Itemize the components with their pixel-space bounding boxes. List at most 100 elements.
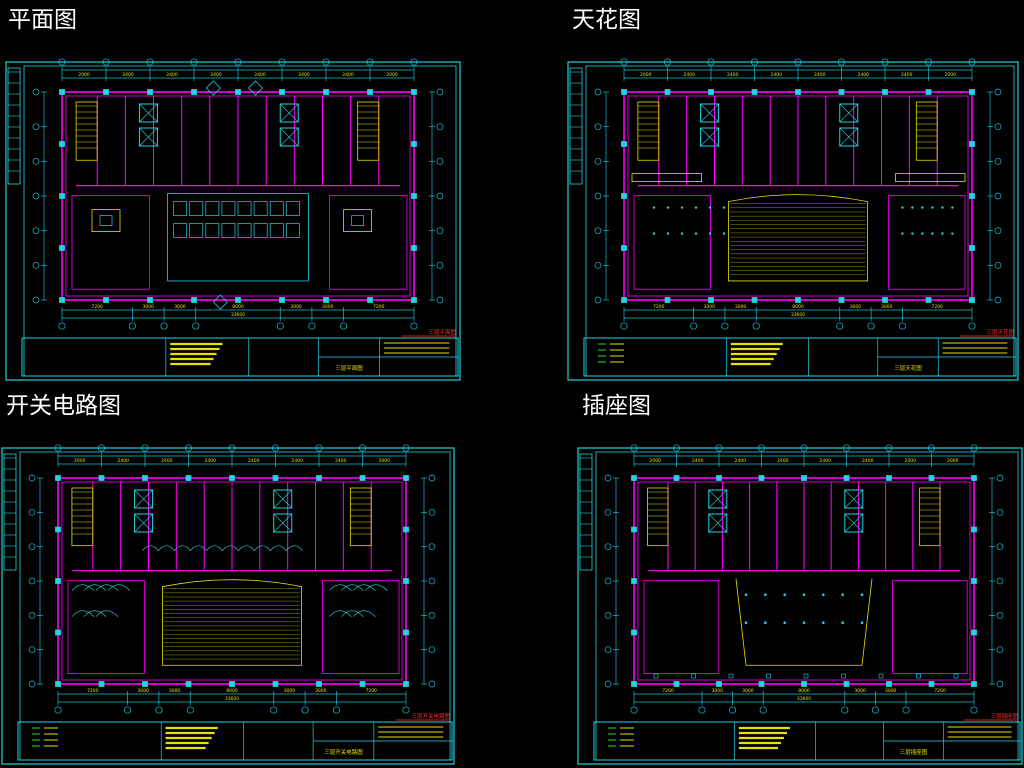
axis-bubble	[358, 444, 367, 452]
dim-label: 3000	[885, 688, 897, 694]
axis-bubble	[128, 322, 136, 330]
dim-label: 8000	[226, 688, 238, 694]
dim-label: 3000	[138, 688, 150, 694]
room-left-wing	[67, 580, 145, 674]
column	[59, 193, 65, 199]
dim-label: 3000	[169, 688, 181, 694]
axis-bubble	[436, 227, 444, 235]
axis-bubble	[436, 157, 444, 165]
column	[98, 475, 105, 481]
axis-bubble	[28, 611, 36, 619]
column	[403, 578, 409, 584]
column	[59, 141, 65, 147]
elevator-cross	[139, 127, 158, 147]
ceiling-light	[722, 232, 726, 235]
heading-switch-circuit: 开关电路图	[6, 393, 121, 419]
elevator-cross	[139, 103, 158, 123]
room-left-wing	[71, 195, 150, 290]
axis-bubble	[32, 261, 40, 269]
column	[103, 89, 109, 95]
sheet-title: 三层天花图	[894, 364, 922, 372]
elevator-cross	[844, 513, 864, 533]
floor-socket	[728, 673, 734, 679]
axis-bubble	[996, 646, 1004, 654]
diamond-planter	[248, 80, 264, 96]
room-right-wing	[891, 580, 968, 674]
axis-bubble	[428, 646, 436, 654]
dim-label: 2400	[905, 458, 917, 464]
socket-point	[860, 593, 864, 596]
circuit-arc	[353, 584, 376, 591]
feature-ceiling	[162, 579, 302, 666]
dim-label: 2400	[254, 72, 266, 78]
circuit-arc	[329, 584, 352, 591]
elevator-shaft	[273, 513, 293, 533]
axis-bubble	[994, 88, 1002, 96]
axis-bubble	[58, 58, 66, 66]
seating-unit	[189, 201, 204, 216]
circuit-arc	[329, 610, 352, 617]
elevator-cross	[134, 489, 153, 509]
column	[673, 681, 680, 687]
column	[323, 297, 329, 303]
axis-bubble	[759, 706, 767, 714]
dim-label: 2000	[640, 72, 652, 78]
light-trough	[895, 173, 966, 183]
axis-bubble	[32, 296, 40, 304]
dim-label: 2400	[727, 72, 739, 78]
column	[838, 89, 845, 95]
column	[925, 297, 932, 303]
socket-point	[822, 621, 825, 624]
ceiling-light	[921, 232, 924, 235]
circuit-arc	[95, 610, 119, 617]
column	[708, 297, 714, 303]
column	[925, 89, 932, 95]
axis-bubble	[594, 227, 602, 235]
dim-label: 2400	[771, 72, 783, 78]
column	[621, 141, 627, 147]
elevator-shaft	[700, 127, 720, 147]
dim-label: 8000	[798, 688, 810, 694]
axis-bubble	[340, 322, 348, 330]
axis-bubble	[155, 706, 163, 714]
coffee-table	[99, 215, 113, 226]
axis-bubble	[924, 58, 933, 66]
room-right-wing	[888, 195, 966, 290]
dim-label: 2400	[248, 458, 260, 464]
column	[801, 681, 807, 687]
axis-bubble	[594, 123, 602, 131]
column	[316, 475, 322, 481]
socket-point	[764, 621, 767, 624]
socket-point	[744, 621, 748, 624]
dim-label: 7200	[365, 688, 377, 694]
column	[367, 89, 373, 95]
sheet-title-tag: 三层平面图	[428, 328, 456, 336]
ceiling-light	[680, 232, 684, 235]
elevator-shaft	[844, 513, 864, 533]
column	[59, 297, 65, 303]
elevator-cross	[708, 489, 728, 509]
seating-unit	[285, 201, 300, 216]
sheet-title-tag: 三层开关电路图	[411, 712, 450, 720]
column	[279, 297, 285, 303]
dim-label: 2400	[161, 458, 173, 464]
ceiling-light	[901, 206, 904, 209]
column	[621, 193, 627, 199]
column	[55, 578, 61, 584]
seating-unit	[237, 201, 252, 216]
axis-bubble	[410, 58, 418, 66]
axis-bubble	[58, 322, 66, 330]
drawing-frame	[1, 447, 455, 765]
axis-bubble	[672, 444, 681, 452]
column	[758, 681, 765, 687]
axis-bubble	[315, 444, 323, 452]
dim-total-label: 33600	[231, 312, 245, 318]
column	[316, 681, 322, 687]
axis-bubble	[898, 322, 906, 330]
dim-label: 3000	[881, 304, 893, 310]
column	[235, 89, 241, 95]
column	[403, 629, 409, 636]
column	[664, 297, 671, 303]
